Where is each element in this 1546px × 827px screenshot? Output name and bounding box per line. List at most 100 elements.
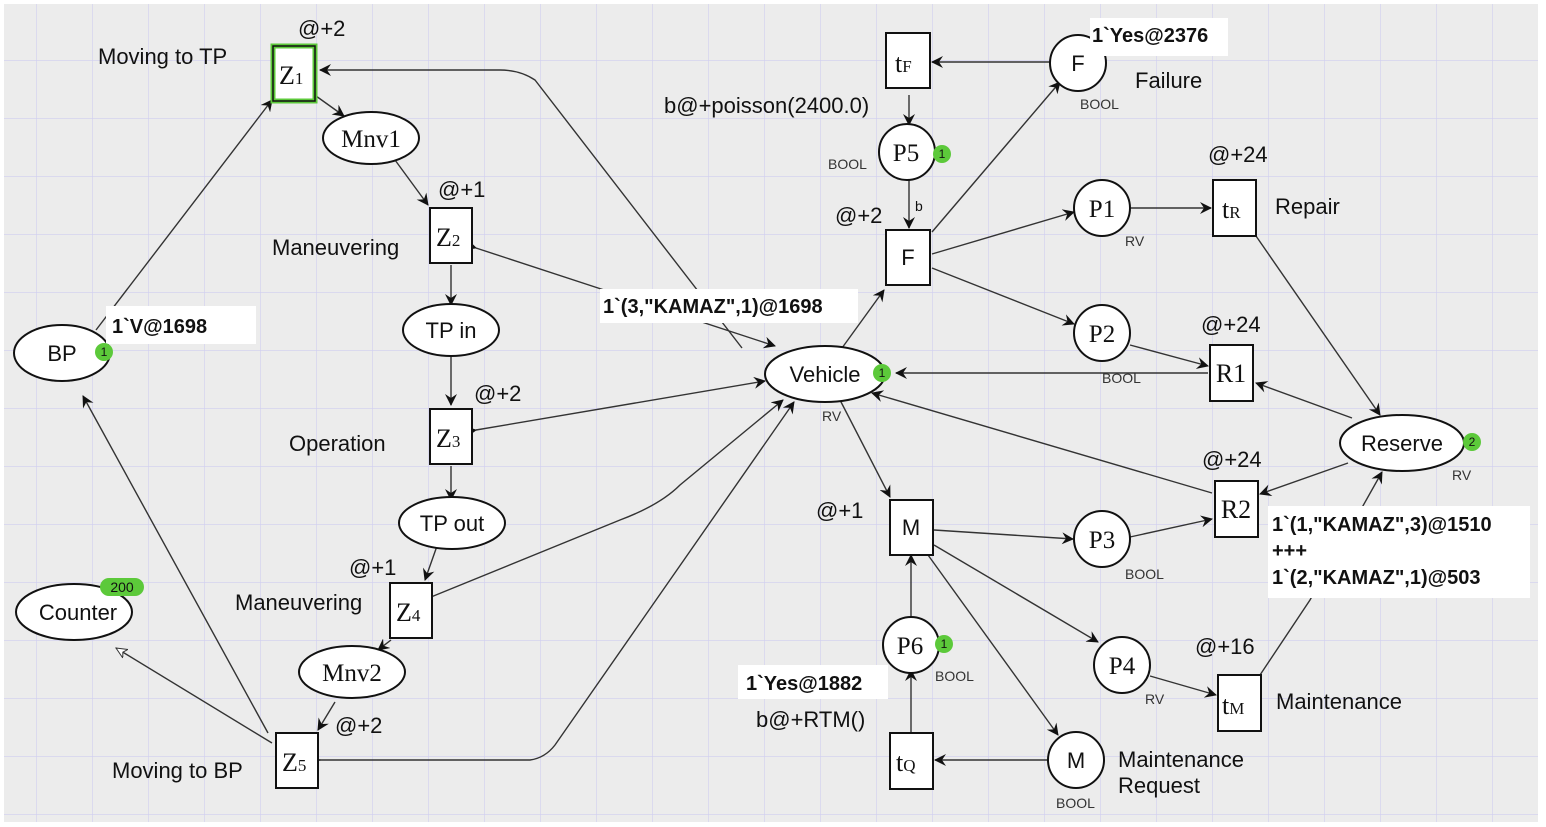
maintenance-request-place-label: M [1067, 748, 1085, 773]
z5-name: Moving to BP [112, 758, 243, 783]
tp-out-label: TP out [420, 511, 484, 536]
p3-type: BOOL [1125, 566, 1164, 582]
marking-failure: 1`Yes@2376 [1092, 25, 1208, 47]
z4-delay: @+1 [349, 555, 396, 580]
arcs [82, 56, 1383, 766]
marking-bg-failure [1090, 18, 1228, 56]
token-badge-vehicle [873, 364, 891, 382]
p6-label: P6 [897, 633, 923, 660]
arc-Mtr-P3 [933, 529, 1074, 545]
transition-tf[interactable] [885, 32, 931, 89]
r2-label: R2 [1221, 495, 1251, 524]
maintenance-request-type: BOOL [1056, 795, 1095, 811]
place-mnv1[interactable] [322, 111, 420, 165]
z5-delay: @+2 [335, 713, 382, 738]
marking-vehicle: 1`(3,"KAMAZ",1)@1698 [603, 296, 823, 318]
z2-label: Z2 [436, 223, 460, 252]
place-p1[interactable] [1073, 179, 1131, 237]
place-mnv2[interactable] [298, 645, 406, 699]
z3-name: Operation [289, 431, 386, 456]
token-badge-p5 [933, 145, 951, 163]
transition-f[interactable] [885, 229, 931, 286]
marking-p6: 1`Yes@1882 [746, 673, 862, 695]
z2-name: Maneuvering [272, 235, 399, 260]
place-p2[interactable] [1073, 304, 1131, 362]
transition-r2[interactable] [1214, 480, 1259, 538]
marking-bg-reserve [1268, 506, 1530, 598]
transition-tr[interactable] [1212, 179, 1257, 237]
transition-z2[interactable] [429, 207, 473, 264]
transition-r1[interactable] [1209, 344, 1254, 402]
arc-Ftr-Fplace [931, 81, 1061, 233]
r2-delay: @+24 [1202, 447, 1262, 472]
m-transition-label: M [902, 515, 920, 540]
counter-label: Counter [39, 600, 117, 625]
failure-place-label: F [1071, 51, 1084, 76]
arc-z5-vehicle [309, 401, 795, 766]
f-delay: @+2 [835, 203, 882, 228]
repair-name: Repair [1275, 194, 1340, 219]
mnv1-label: Mnv1 [341, 126, 401, 153]
place-counter[interactable] [15, 583, 133, 641]
p6-type: BOOL [935, 668, 974, 684]
maintenance-request-name-2: Request [1118, 773, 1200, 798]
place-p3[interactable] [1073, 510, 1131, 568]
arc-P4-tM [1149, 675, 1217, 698]
token-count-counter: 200 [110, 579, 134, 595]
arc-Mtr-Mplace [927, 554, 1059, 736]
marking-reserve-2: +++ [1272, 540, 1307, 562]
arc-inscription-tq-p6: b@+RTM() [756, 707, 865, 732]
token-count-reserve: 2 [1469, 435, 1476, 449]
z1-delay: @+2 [298, 16, 345, 41]
p4-type: RV [1145, 691, 1165, 707]
token-count-vehicle: 1 [879, 366, 886, 380]
reserve-type: RV [1452, 467, 1472, 483]
p4-label: P4 [1109, 653, 1136, 680]
tf-label: tF [895, 49, 912, 78]
marking-bg-vehicle [600, 289, 858, 323]
arc-vehicle-Mtr [839, 399, 891, 498]
token-badge-counter [100, 578, 144, 596]
p3-label: P3 [1089, 527, 1115, 554]
transition-tq[interactable] [889, 732, 934, 790]
marking-bg-p6 [738, 665, 888, 699]
arc-vehicle-Ftr [841, 289, 885, 349]
bp-label: BP [47, 341, 76, 366]
z2-delay: @+1 [438, 177, 485, 202]
r1-label: R1 [1216, 359, 1246, 388]
place-maintenance-request[interactable] [1047, 731, 1105, 789]
place-tp-in[interactable] [402, 303, 500, 357]
place-tp-out[interactable] [398, 496, 506, 550]
arc-tR-reserve [1255, 235, 1381, 416]
arc-Ftr-P2 [931, 267, 1075, 326]
m-delay: @+1 [816, 498, 863, 523]
tm-label: tM [1222, 691, 1244, 720]
place-p4[interactable] [1093, 636, 1151, 694]
transition-z4[interactable] [389, 582, 433, 639]
token-count-p5: 1 [939, 147, 946, 161]
reserve-label: Reserve [1361, 431, 1443, 456]
vehicle-type: RV [822, 408, 842, 424]
arc-z5-counter [116, 648, 273, 744]
tp-in-label: TP in [426, 318, 477, 343]
transition-m[interactable] [889, 499, 934, 556]
transition-z3[interactable] [429, 408, 473, 465]
mnv2-label: Mnv2 [322, 660, 382, 687]
failure-name: Failure [1135, 68, 1202, 93]
z5-label: Z5 [282, 748, 306, 777]
p2-type: BOOL [1102, 370, 1141, 386]
arc-z1-mnv1 [315, 95, 345, 117]
token-badge-p6 [935, 635, 953, 653]
arc-P3-R2 [1129, 515, 1213, 538]
transition-tm[interactable] [1217, 674, 1262, 732]
tq-label: tQ [896, 748, 916, 777]
arc-inscription-p5-f: b [915, 198, 923, 214]
transition-z5[interactable] [275, 732, 319, 789]
r1-delay: @+24 [1201, 312, 1261, 337]
f-transition-label: F [901, 245, 914, 270]
marking-bg-bp [106, 306, 256, 344]
token-badge-bp [95, 343, 113, 361]
z1-name: Moving to TP [98, 44, 227, 69]
arc-reserve-R2 [1259, 462, 1349, 497]
